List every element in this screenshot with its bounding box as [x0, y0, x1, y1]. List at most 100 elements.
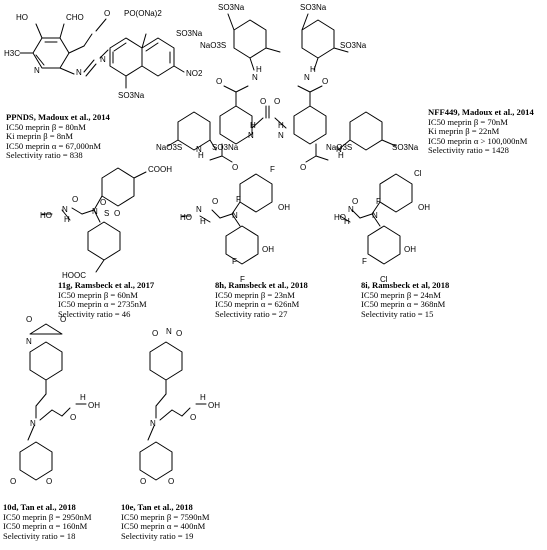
ppnds-atom-label: CHO — [66, 13, 84, 22]
selectivity-ratio: Selectivity ratio = 1428 — [428, 145, 509, 156]
nff449-atom-label: NaO3S — [156, 143, 182, 152]
lower-aryl-left — [177, 111, 211, 151]
aryl-ring-8i-bottom — [367, 225, 401, 265]
selectivity-ratio: Selectivity ratio = 46 — [58, 308, 131, 319]
compound-name: 8h, Ramsbeck et al., 2018 — [215, 280, 308, 290]
benzodioxane-ring-bottom — [19, 441, 53, 481]
nff449-atom-label: H — [278, 121, 284, 130]
upper-aryl-left — [233, 19, 267, 59]
selectivity-ratio: Selectivity ratio = 18 — [3, 530, 76, 541]
ic50-alpha: IC50 meprin α = 368nM — [361, 299, 446, 310]
nff449-atom-label: H — [338, 151, 344, 160]
lower-aryl-right — [349, 111, 383, 151]
ppnds-atom-label: N — [34, 66, 40, 75]
8i-atom-label: O — [352, 197, 358, 206]
aryl-ring-11g-bottom — [87, 221, 121, 261]
8h-atom-label: O — [212, 197, 218, 206]
10d-atom-label: H — [80, 393, 86, 402]
aryl-ring-8h-top — [239, 173, 273, 213]
aryl-ring-11g-top — [101, 167, 135, 207]
ki-beta: Ki meprin β = 8nM — [6, 131, 73, 142]
8i-atom-label: H — [344, 217, 350, 226]
nff449-atom-label: SO3Na — [340, 41, 367, 50]
benzodioxole-ring-top — [149, 341, 183, 381]
8i-atom-label: Cl — [380, 275, 388, 284]
nff449-atom-label: N — [336, 145, 342, 154]
11g-atom-label: O — [100, 198, 106, 207]
selectivity-ratio: Selectivity ratio = 27 — [215, 308, 288, 319]
nff449-atom-label: SO3Na — [212, 143, 239, 152]
nff449-atom-label: SO3Na — [300, 3, 327, 12]
ic50-beta: IC50 meprin β = 80nM — [6, 121, 86, 132]
8h-atom-label: H — [200, 217, 206, 226]
11g-atom-label: S — [104, 209, 109, 218]
caption-8i: 8i, Ramsbeck et al, 2018 IC50 meprin β =… — [361, 280, 450, 319]
ic50-beta: IC50 meprin β = 70nM — [428, 116, 508, 127]
naphthalene-ring-a — [109, 37, 143, 77]
ic50-alpha: IC50 meprin α = 67,000nM — [6, 140, 102, 151]
10d-atom-label: O — [60, 315, 66, 324]
nff449-atom-label: O — [232, 163, 238, 172]
benzodioxane-ring-top — [29, 341, 63, 381]
ppnds-atom-label: HO — [16, 13, 28, 22]
ppnds-atom-label: H3C — [4, 49, 20, 58]
caption-ppnds: PPNDS, Madoux et al., 2014 IC50 meprin β… — [6, 112, 110, 161]
8h-atom-label: N — [196, 205, 202, 214]
8i-atom-label: Cl — [414, 169, 422, 178]
11g-atom-label: N — [62, 205, 68, 214]
nff449-atom-label: N — [248, 131, 254, 140]
11g-atom-label: HOOC — [62, 271, 86, 280]
11g-atom-label: COOH — [148, 165, 172, 174]
10e-atom-label: O — [168, 477, 174, 486]
compound-name: 10d, Tan et al., 2018 — [3, 502, 76, 512]
nff449-atom-label: O — [274, 97, 280, 106]
nff449-atom-label: SO3Na — [218, 3, 245, 12]
ic50-beta: IC50 meprin β = 23nM — [215, 289, 295, 300]
ic50-beta: IC50 meprin β = 7590nM — [121, 511, 210, 522]
8h-atom-label: OH — [278, 203, 290, 212]
11g-atom-label: N — [92, 207, 98, 216]
ppnds-atom-label: SO3Na — [176, 29, 203, 38]
central-ring-right — [293, 105, 327, 145]
8h-atom-label: N — [232, 211, 238, 220]
selectivity-ratio: Selectivity ratio = 838 — [6, 150, 83, 161]
compound-name: 8i, Ramsbeck et al, 2018 — [361, 280, 450, 290]
ppnds-atom-label: O — [104, 9, 110, 18]
8h-atom-label: F — [240, 275, 245, 284]
nff449-atom-label: SO3Na — [392, 143, 419, 152]
11g-atom-label: O — [72, 195, 78, 204]
naphthalene-ring-b — [141, 37, 175, 77]
nff449-atom-label: N — [278, 131, 284, 140]
selectivity-ratio: Selectivity ratio = 15 — [361, 308, 434, 319]
11g-atom-label: O — [114, 209, 120, 218]
ppnds-atom-label: NO2 — [186, 69, 203, 78]
bond-layer — [19, 13, 413, 481]
compound-name: 11g, Ramsbeck et al., 2017 — [58, 280, 155, 290]
nff449-atom-label: O — [260, 97, 266, 106]
11g-atom-label: HO — [40, 211, 52, 220]
compound-name: PPNDS, Madoux et al., 2014 — [6, 112, 110, 122]
10e-atom-label: H — [200, 393, 206, 402]
8i-atom-label: HO — [334, 213, 346, 222]
10e-atom-label: N — [166, 327, 172, 336]
10d-atom-label: O — [26, 315, 32, 324]
nff449-atom-label: O — [300, 163, 306, 172]
8h-atom-label: F — [236, 195, 241, 204]
8h-atom-label: F — [270, 165, 275, 174]
8i-atom-label: N — [372, 211, 378, 220]
ppnds-atom-label: PO(ONa)2 — [124, 9, 162, 18]
caption-nff449: NFF449, Madoux et al., 2014 IC50 meprin … — [428, 107, 534, 156]
10d-atom-label: O — [10, 477, 16, 486]
ki-beta: Ki meprin β = 22nM — [428, 126, 500, 137]
upper-aryl-right — [301, 19, 335, 59]
10d-atom-label: O — [46, 477, 52, 486]
ic50-beta: IC50 meprin β = 60nM — [58, 289, 138, 300]
aryl-ring-8i-top — [379, 173, 413, 213]
nff449-atom-label: O — [216, 77, 222, 86]
10e-atom-label: O — [152, 329, 158, 338]
8i-atom-label: F — [362, 257, 367, 266]
caption-10e: 10e, Tan et al., 2018 IC50 meprin β = 75… — [121, 502, 210, 541]
ic50-alpha: IC50 meprin α = 626nM — [215, 299, 300, 310]
